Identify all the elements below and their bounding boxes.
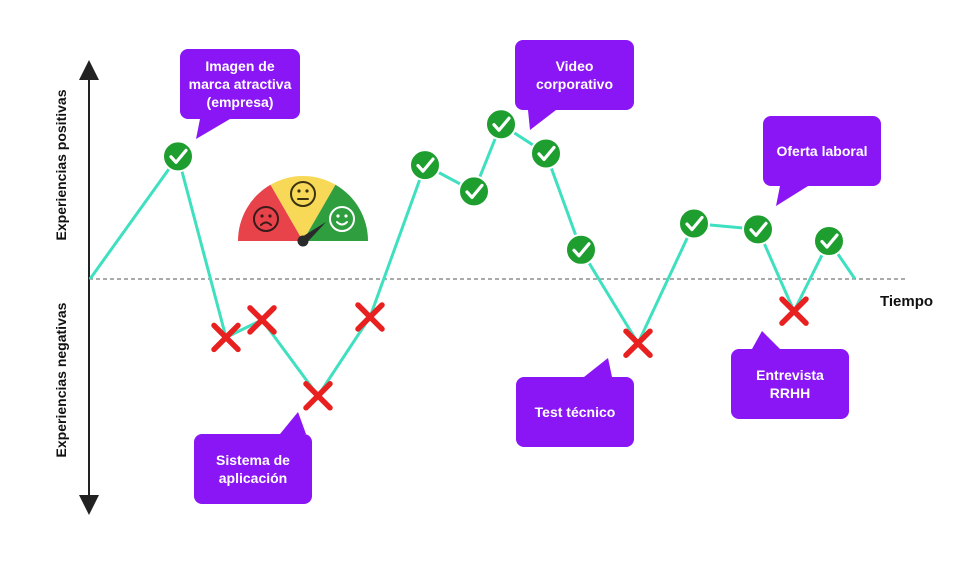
gauge-hub [297, 235, 309, 247]
callout-label: Oferta laboral [776, 143, 867, 159]
cross-marker-4 [303, 381, 333, 411]
check-marker-10 [565, 233, 597, 266]
callout-label: Test técnico [535, 404, 616, 420]
journey-markers [162, 108, 845, 411]
cross-marker-14 [779, 296, 809, 326]
check-marker-15 [813, 225, 845, 258]
cross-marker-2 [211, 322, 241, 353]
check-marker-13 [742, 213, 774, 246]
neutral-face-icon [290, 181, 316, 207]
check-icon [492, 116, 511, 132]
axis-label-time: Tiempo [880, 293, 933, 310]
check-icon [169, 148, 188, 164]
cross-marker-11 [623, 328, 653, 358]
check-icon [572, 242, 591, 258]
callout-bubble-3: Test técnico [516, 358, 634, 447]
check-icon [537, 145, 556, 162]
axis-label-negative: Experiencias negativas [53, 302, 69, 457]
gauge-segment-red [238, 184, 303, 241]
check-marker-12 [678, 207, 710, 240]
check-marker-9 [530, 137, 562, 170]
callout-bubble-4: Oferta laboral [763, 116, 881, 206]
happy-face-icon [329, 206, 355, 232]
cross-marker-3 [247, 305, 277, 335]
check-icon [820, 233, 839, 249]
check-icon [465, 183, 484, 199]
satisfaction-gauge [238, 176, 368, 247]
check-icon [749, 221, 768, 237]
check-marker-1 [162, 140, 194, 173]
check-icon [685, 215, 704, 232]
check-icon [416, 157, 435, 173]
check-marker-6 [409, 149, 441, 182]
check-marker-7 [458, 175, 490, 208]
cross-marker-5 [355, 302, 385, 332]
sad-face-icon [253, 206, 279, 232]
check-marker-8 [485, 108, 517, 141]
axis-label-positive: Experiencias positivas [53, 89, 69, 240]
gauge-segment-yellow [270, 176, 336, 241]
